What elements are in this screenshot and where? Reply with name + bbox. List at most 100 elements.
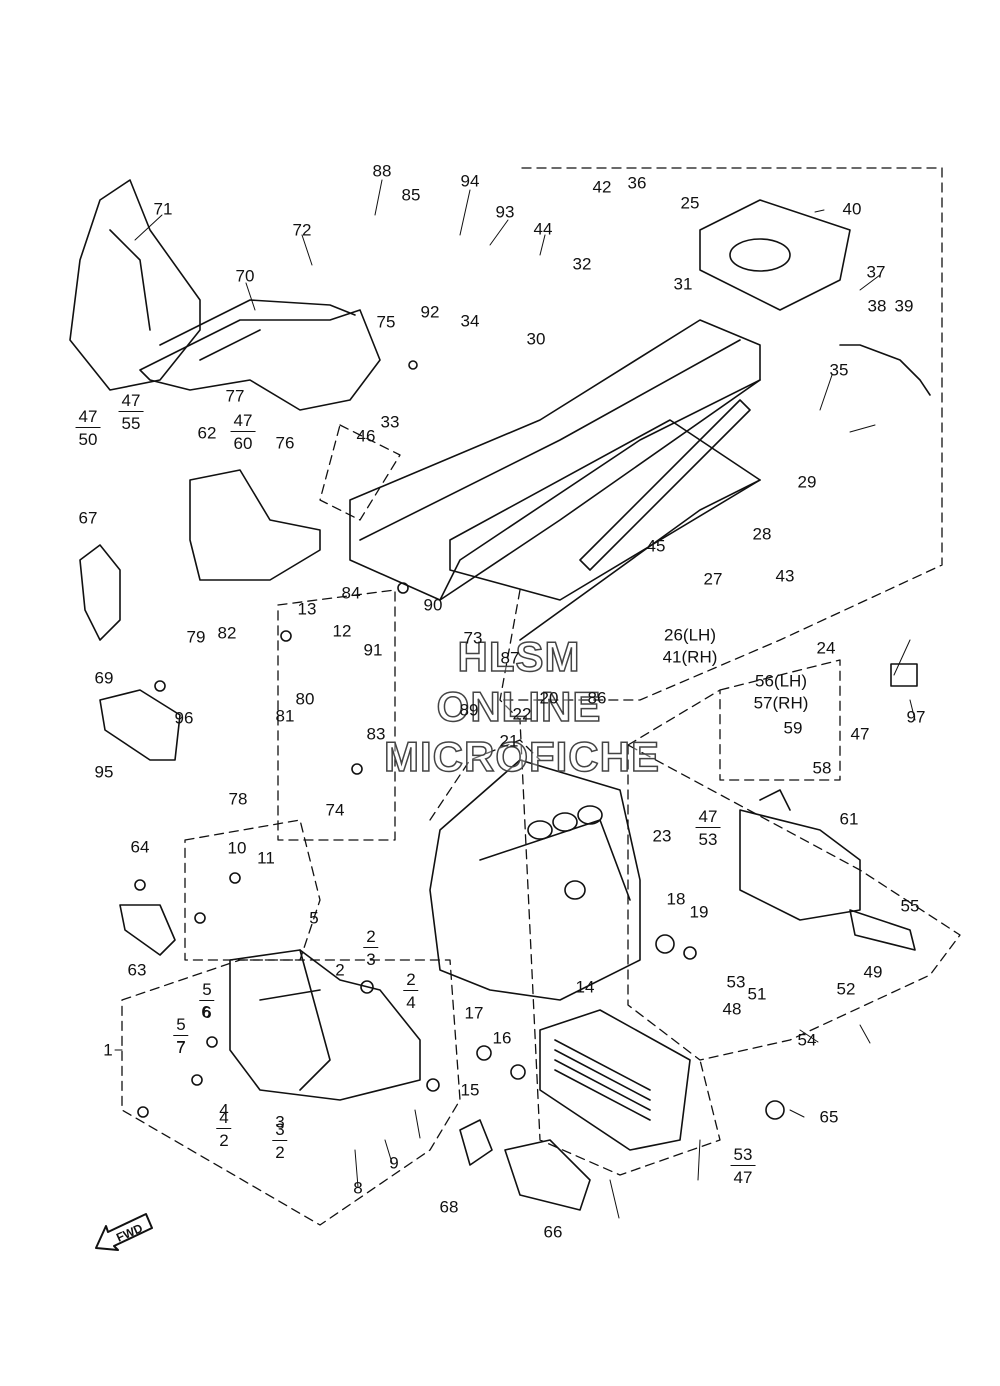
part-callout: 11 <box>257 848 275 868</box>
fwd-arrow-icon: FWD <box>95 1213 153 1251</box>
part-callout: 12 <box>332 621 352 641</box>
part-callout: 83 <box>366 724 386 744</box>
part-callout: 23 <box>652 826 672 846</box>
fraction-denominator: 55 <box>121 414 141 433</box>
bar-37 <box>839 344 931 396</box>
front-frame-lower <box>229 949 421 1101</box>
part-callout: 74 <box>325 800 345 820</box>
fraction-denominator: 4 <box>406 993 416 1012</box>
part-callout: 92 <box>420 302 440 322</box>
watermark-line3: MICROFICHE <box>383 732 660 781</box>
part-callout: 10 <box>227 838 247 858</box>
part-callout: 82 <box>217 623 237 643</box>
tunnel-frame <box>349 319 761 641</box>
part-callout: 31 <box>673 274 693 294</box>
part-callout: 45 <box>646 536 666 556</box>
part-callout: 6 <box>201 1002 211 1022</box>
part-callout: 1 <box>103 1040 113 1060</box>
part-callout: 43 <box>775 566 795 586</box>
part-callout: 16 <box>492 1028 512 1048</box>
part-callout: 3 <box>275 1112 285 1132</box>
part-callout: 18 <box>666 889 686 909</box>
bracket-71 <box>69 179 201 391</box>
cooler-14 <box>539 1009 691 1151</box>
label-tag-97 <box>890 663 918 687</box>
part-callout: 47 <box>850 724 870 744</box>
hardware-bolts <box>134 360 785 1120</box>
part-callout: 52 <box>836 979 856 999</box>
part-callout: 96 <box>174 708 194 728</box>
part-callout: 95 <box>94 762 114 782</box>
part-callout: 4 <box>219 1100 229 1120</box>
part-callout: 81 <box>275 706 295 726</box>
plate-25 <box>699 199 851 311</box>
part-callout: 35 <box>829 360 849 380</box>
part-callout: 44 <box>533 219 553 239</box>
part-callout: 94 <box>460 171 480 191</box>
part-callout: 15 <box>460 1080 480 1100</box>
part-callout: 9 <box>389 1153 399 1173</box>
fraction-numerator: 47 <box>75 408 101 428</box>
bracket-61 <box>739 789 861 921</box>
part-callout: 73 <box>463 628 483 648</box>
part-callout: 68 <box>439 1197 459 1217</box>
fraction-numerator: 3 <box>272 1121 288 1141</box>
fraction-numerator: 2 <box>403 971 419 991</box>
part-callout: 39 <box>894 296 914 316</box>
fraction-numerator: 5 <box>199 981 215 1001</box>
part-callout: 8 <box>353 1178 363 1198</box>
part-callout: 32 <box>572 254 592 274</box>
part-callout: 77 <box>225 386 245 406</box>
part-callout: 5 <box>309 908 319 928</box>
fraction-denominator: 50 <box>78 430 98 449</box>
fraction-numerator: 47 <box>118 392 144 412</box>
plate-63 <box>119 904 176 956</box>
part-callout: 24 <box>816 638 836 658</box>
part-callout: 33 <box>380 412 400 432</box>
part-callout: 28 <box>752 524 772 544</box>
fraction-denominator: 60 <box>233 434 253 453</box>
upper-frame-arms <box>139 299 381 411</box>
part-callout: 13 <box>297 599 317 619</box>
part-callout: 65 <box>819 1107 839 1127</box>
part-callout: 88 <box>372 161 392 181</box>
fraction-denominator: 47 <box>733 1168 753 1187</box>
fwd-label: FWD <box>114 1221 145 1245</box>
fraction-numerator: 5 <box>173 1016 189 1036</box>
fraction-numerator: 47 <box>695 808 721 828</box>
part-callout: 17 <box>464 1003 484 1023</box>
fraction-denominator: 6 <box>202 1003 212 1022</box>
part-callout: 7 <box>176 1037 186 1057</box>
part-callout: 19 <box>689 902 709 922</box>
part-callout: 71 <box>153 199 173 219</box>
part-callout: 46 <box>356 426 376 446</box>
part-callout: 2 <box>335 960 345 980</box>
fraction-numerator: 4 <box>216 1109 232 1129</box>
part-callout: 51 <box>747 984 767 1004</box>
part-callout: 84 <box>341 583 361 603</box>
part-callout: 37 <box>866 262 886 282</box>
part-callout: 59 <box>783 718 803 738</box>
part-callout: 97 <box>906 707 926 727</box>
dashed-group-outlines <box>121 167 961 1226</box>
watermark-line2: ONLINE <box>436 682 602 731</box>
part-callout: 54 <box>797 1030 817 1050</box>
watermark-line1: HLSM <box>457 632 581 681</box>
fraction-numerator: 53 <box>730 1146 756 1166</box>
part-callout: 62 <box>197 423 217 443</box>
shield-66 <box>504 1139 591 1211</box>
part-callout: 61 <box>839 809 859 829</box>
bracket-62 <box>189 469 321 581</box>
part-callout: 63 <box>127 960 147 980</box>
leader-lines <box>114 179 916 1219</box>
part-callout: 25 <box>680 193 700 213</box>
part-callout: 85 <box>401 185 421 205</box>
part-callout: 38 <box>867 296 887 316</box>
